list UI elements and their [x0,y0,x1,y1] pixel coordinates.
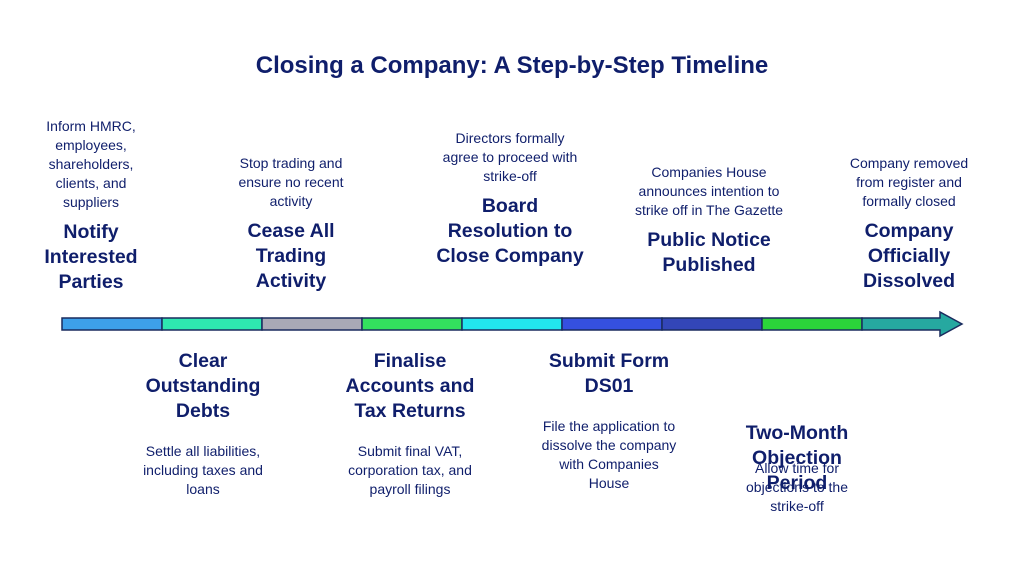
step-description: Companies House announces intention to s… [634,164,784,218]
step-description: Allow time for objections to the strike-… [746,460,848,514]
timeline-segment-4 [361,317,463,331]
timeline-segment-1 [61,317,163,331]
step-submit-form-ds01: Submit Form DS01 File the application to… [509,349,709,493]
step-public-notice-published: Companies House announces intention to s… [609,163,809,278]
step-two-month-objection-period: Two-Month Objection Period Allow time fo… [697,421,897,514]
timeline-segment-3 [261,317,363,331]
step-description: Directors formally agree to proceed with… [442,130,578,184]
step-cease-all-trading-activity: Stop trading and ensure no recent activi… [191,154,391,294]
timeline-segment-5 [461,317,563,331]
step-finalise-accounts: Finalise Accounts and Tax Returns Submit… [310,349,510,499]
step-heading: Board Resolution to Close Company [436,195,584,267]
step-description: Settle all liabilities, including taxes … [143,443,263,497]
step-heading: Public Notice Published [647,229,771,276]
step-description: Company removed from register and formal… [849,155,969,209]
step-description: Inform HMRC, employees, shareholders, cl… [46,118,136,210]
page-title: Closing a Company: A Step-by-Step Timeli… [255,52,769,79]
step-company-officially-dissolved: Company removed from register and formal… [809,154,1009,294]
step-heading: Cease All Trading Activity [247,220,335,292]
timeline-segment-9 [861,310,964,338]
step-clear-outstanding-debts: Clear Outstanding Debts Settle all liabi… [103,349,303,499]
step-description: Stop trading and ensure no recent activi… [238,155,344,209]
step-heading: Notify Interested Parties [44,221,138,293]
timeline-segment-2 [161,317,263,331]
timeline-segment-6 [561,317,663,331]
step-heading: Clear Outstanding Debts [145,350,261,422]
timeline-segment-7 [661,317,763,331]
timeline-segment-8 [761,317,863,331]
step-heading: Two-Month Objection Period [745,422,849,494]
step-heading: Finalise Accounts and Tax Returns [345,350,475,422]
step-board-resolution: Directors formally agree to proceed with… [410,129,610,269]
step-description: Submit final VAT, corporation tax, and p… [348,443,472,497]
step-heading: Submit Form DS01 [548,350,670,397]
step-description: File the application to dissolve the com… [541,418,677,491]
step-heading: Company Officially Dissolved [862,220,956,292]
step-notify-interested-parties: Inform HMRC, employees, shareholders, cl… [0,117,191,295]
